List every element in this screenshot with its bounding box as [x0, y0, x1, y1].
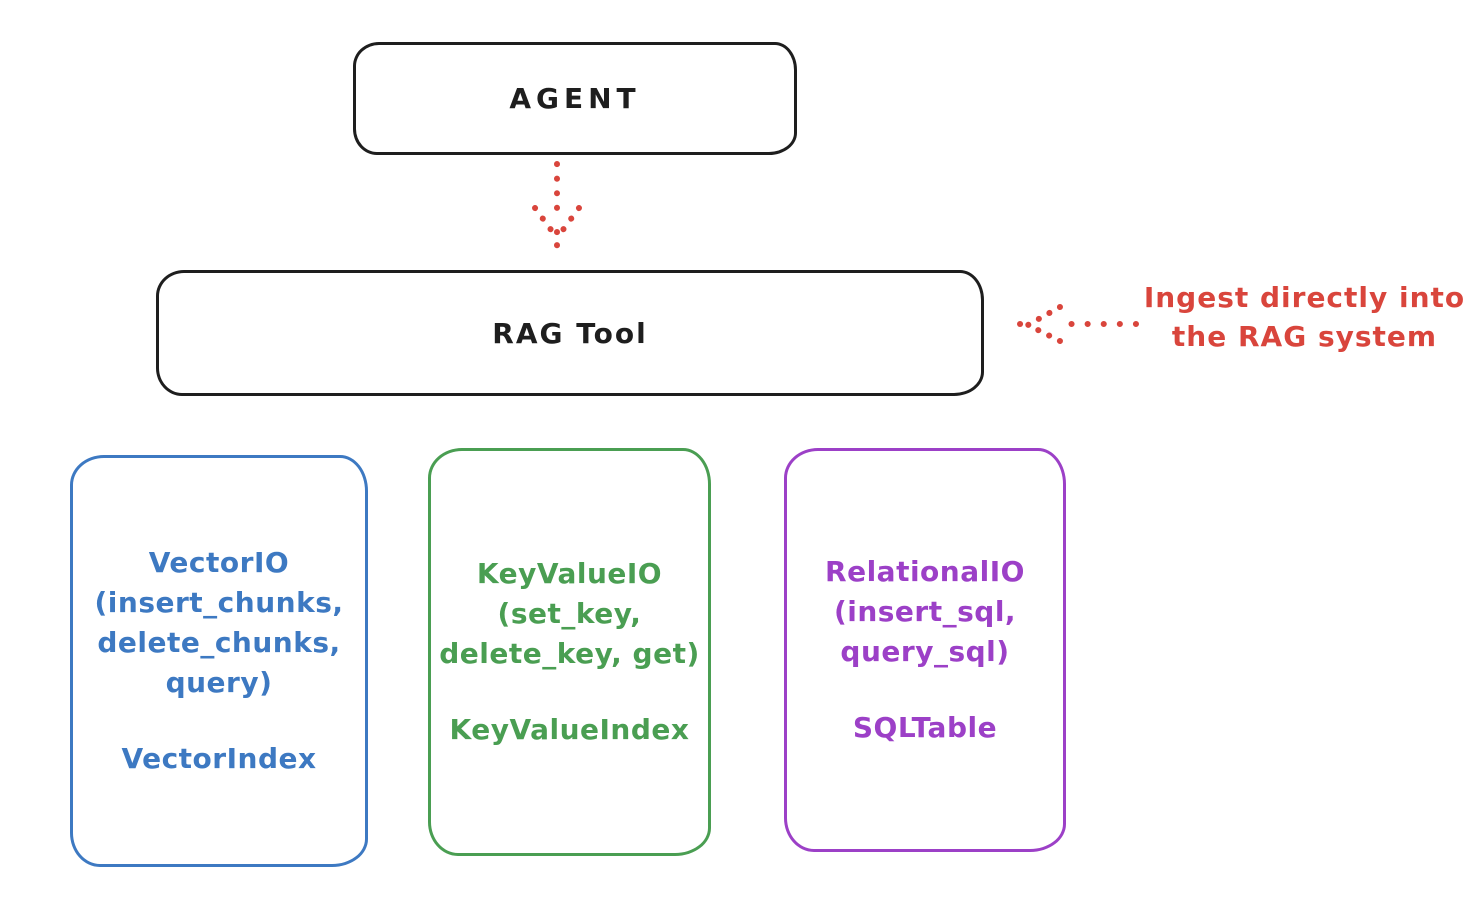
ingest-annotation-line2: the RAG system: [1171, 320, 1438, 353]
vector-io-node: VectorIO (insert_chunks, delete_chunks, …: [70, 455, 368, 867]
rag-tool-node: RAG Tool: [156, 270, 984, 396]
keyvalue-io-line: (set_key,: [497, 597, 642, 630]
ingest-annotation: Ingest directly into the RAG system: [1132, 278, 1477, 356]
relational-io-line: RelationalIO: [825, 555, 1025, 588]
keyvalue-index-label: KeyValueIndex: [449, 713, 690, 746]
sql-table-label: SQLTable: [852, 711, 998, 744]
vector-io-line: (insert_chunks,: [94, 586, 344, 619]
relational-io-line: (insert_sql,: [833, 595, 1017, 628]
ingest-annotation-line1: Ingest directly into: [1143, 281, 1466, 314]
relational-io-node: RelationalIO (insert_sql, query_sql) SQL…: [784, 448, 1066, 852]
agent-label: AGENT: [509, 82, 641, 115]
relational-io-line: query_sql): [840, 635, 1010, 668]
vector-io-line: VectorIO: [148, 546, 290, 579]
vector-io-line: delete_chunks,: [97, 626, 341, 659]
keyvalue-io-line: delete_key, get): [439, 637, 700, 670]
keyvalue-io-line: KeyValueIO: [476, 557, 663, 590]
agent-to-rag-arrow-icon: [532, 161, 582, 261]
keyvalue-io-node: KeyValueIO (set_key, delete_key, get) Ke…: [428, 448, 711, 856]
ingest-arrow-icon: [1017, 304, 1139, 344]
vector-io-line: query): [165, 666, 273, 699]
rag-tool-label: RAG Tool: [492, 316, 648, 350]
vector-index-label: VectorIndex: [121, 742, 317, 775]
agent-node: AGENT: [353, 42, 797, 155]
